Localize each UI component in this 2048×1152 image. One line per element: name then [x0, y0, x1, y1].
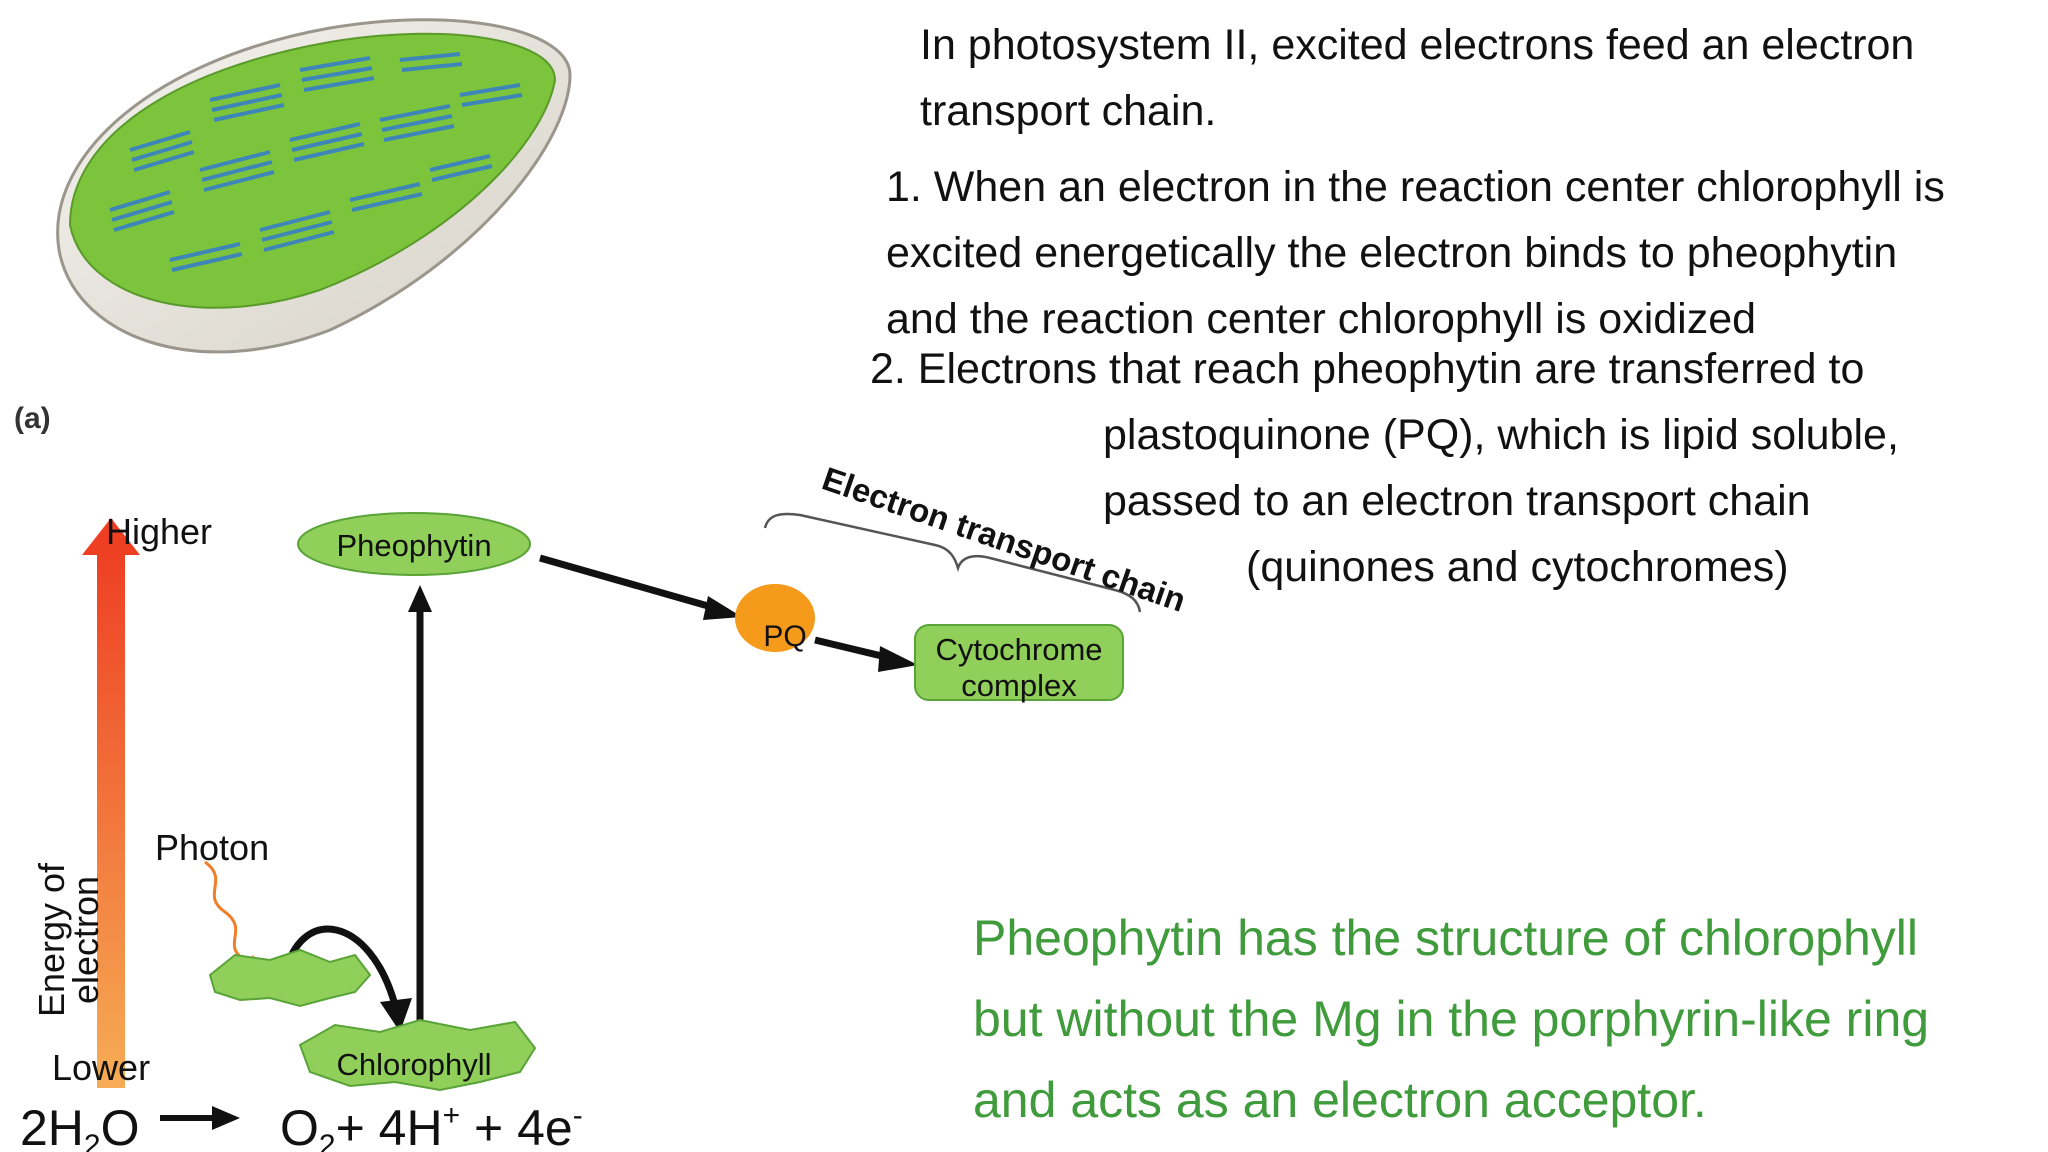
item1-line-3: and the reaction center chlorophyll is o…	[886, 295, 1757, 343]
chloroplast-illustration	[56, 18, 572, 354]
pheophytin-to-pq-arrow	[539, 554, 742, 620]
pq-label: PQ	[763, 620, 806, 653]
energy-axis-label-line2: electron	[65, 876, 106, 1004]
energy-transfer-arrowhead	[380, 998, 412, 1032]
energy-axis-arrow	[82, 518, 140, 1088]
pheophytin-node	[297, 512, 531, 576]
note-line-2: but without the Mg in the porphyrin-like…	[973, 991, 1930, 1047]
panel-label: (a)	[14, 402, 51, 435]
energy-high-label: Higher	[106, 511, 212, 552]
cytochrome-label-line2: complex	[961, 668, 1077, 703]
photon-wave	[204, 860, 263, 970]
reaction-center-chlorophyll	[298, 1018, 537, 1092]
pq-node	[735, 584, 815, 652]
equation-right: O2+ 4H+ + 4e-	[280, 1099, 583, 1152]
pheophytin-label: Pheophytin	[336, 528, 491, 563]
excitation-arrow	[408, 585, 432, 1062]
cytochrome-node	[914, 624, 1124, 701]
equation-arrow	[160, 1106, 240, 1130]
photon-label: Photon	[155, 827, 269, 868]
pq-to-cytochrome-arrow	[814, 636, 918, 672]
note-line-1: Pheophytin has the structure of chloroph…	[973, 910, 1918, 966]
chlorophyll-label: Chlorophyll	[336, 1047, 491, 1082]
energy-axis-label-line1: Energy of	[31, 862, 72, 1017]
energy-low-label: Lower	[52, 1047, 150, 1088]
item1-line-1: 1. When an electron in the reaction cent…	[886, 163, 1945, 211]
equation-left: 2H2O	[20, 1100, 140, 1152]
item2-line-4: (quinones and cytochromes)	[1246, 543, 1789, 591]
etc-brace	[763, 512, 1142, 613]
intro-line-1: In photosystem II, excited electrons fee…	[920, 21, 1915, 69]
item2-line-2: plastoquinone (PQ), which is lipid solub…	[1103, 411, 1899, 459]
intro-line-2: transport chain.	[920, 87, 1217, 135]
note-line-3: and acts as an electron acceptor.	[973, 1072, 1707, 1128]
item2-line-3: passed to an electron transport chain	[1103, 477, 1811, 525]
cytochrome-label-line1: Cytochrome	[935, 632, 1102, 667]
antenna-chlorophyll	[208, 948, 372, 1008]
item2-line-1: 2. Electrons that reach pheophytin are t…	[870, 345, 1865, 393]
item1-line-2: excited energetically the electron binds…	[886, 229, 1898, 277]
